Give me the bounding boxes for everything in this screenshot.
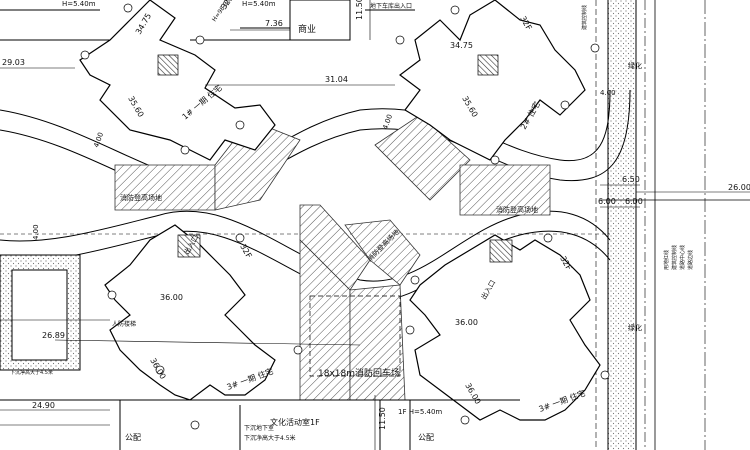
building-1-footprint xyxy=(79,0,276,161)
entrance-stairs xyxy=(157,54,513,263)
building-4-footprint xyxy=(409,234,601,421)
people-defense-label: 人防楼梯 xyxy=(112,320,136,328)
dim-4-00-a: 4.00 xyxy=(92,131,105,148)
turn-area-label: 18x18m消防回车场 xyxy=(318,367,400,379)
left-note: 下沉净高大于4.5米 xyxy=(10,369,53,376)
legend-line-3: 道路中心线 xyxy=(679,245,686,270)
dim-36-00-c: 36.00 xyxy=(455,318,478,327)
dim-29-03: 29.03 xyxy=(2,58,25,67)
legend-line-4: 道路边线 xyxy=(687,250,694,270)
turning-area xyxy=(309,295,401,377)
gongpei-1: 公配 xyxy=(125,433,141,442)
dim-4-00-c: 4.00 xyxy=(600,89,616,97)
dim-7-36: 7.36 xyxy=(265,19,283,28)
axis-markers xyxy=(80,3,610,430)
top-commercial-strip xyxy=(0,0,415,41)
right-top-note: 建筑控制线 xyxy=(581,5,588,30)
gongpei-2: 公配 xyxy=(418,433,434,442)
bottom-strip xyxy=(0,399,520,450)
dim-26-00: 26.00 xyxy=(728,183,750,192)
dim-1f-h540: 1F H=5.40m xyxy=(398,408,442,416)
left-sunken-area xyxy=(0,254,110,371)
buildings xyxy=(79,0,601,421)
dim-26-89: 26.89 xyxy=(42,331,65,340)
legend-line-2: 建筑控制线 xyxy=(671,245,678,270)
dim-h540-b: H=5.40m xyxy=(242,0,276,8)
dim-24-90: 24.90 xyxy=(32,401,55,410)
fire-access-hatch xyxy=(114,114,551,401)
fire-site-2: 消防登高场地 xyxy=(496,205,538,214)
dim-34-75-b: 34.75 xyxy=(450,41,473,50)
underground-2: 下沉净高大于4.5米 xyxy=(244,434,296,442)
dim-6-50: 6.50 xyxy=(622,175,640,184)
right-green-band xyxy=(595,0,750,450)
culture-room-label: 文化活动室1F xyxy=(270,417,320,427)
height-label: H=98.95 xyxy=(211,0,232,23)
green-label-2: 绿化 xyxy=(628,323,642,332)
dim-31-04: 31.04 xyxy=(325,75,348,84)
underground-1: 下沉地下室 xyxy=(244,424,274,432)
dim-4-00-d: 4.00 xyxy=(32,224,40,240)
fire-site-1: 消防登高场地 xyxy=(120,193,162,202)
floors-32f-c: 32F xyxy=(238,243,253,261)
dim-36-00-a: 36.00 xyxy=(160,293,183,302)
floors-32f-a: 32F xyxy=(219,0,235,11)
dim-6-00-a: 6.00 xyxy=(598,197,616,206)
building-2-footprint xyxy=(399,0,586,161)
top-note: 地下车库出入口 xyxy=(370,2,412,10)
dim-6-00-b: 6.00 xyxy=(625,197,643,206)
dim-h540-a: H=5.40m xyxy=(62,0,96,8)
green-label-1: 绿化 xyxy=(628,61,642,70)
dim-11-50-bot: 11.50 xyxy=(378,407,387,430)
commercial-label: 商业 xyxy=(298,23,316,35)
legend-line-1: 用地红线 xyxy=(663,250,670,270)
dim-11-50-top: 11.50 xyxy=(355,0,364,20)
dim-4-00-b: 4.00 xyxy=(381,113,394,130)
